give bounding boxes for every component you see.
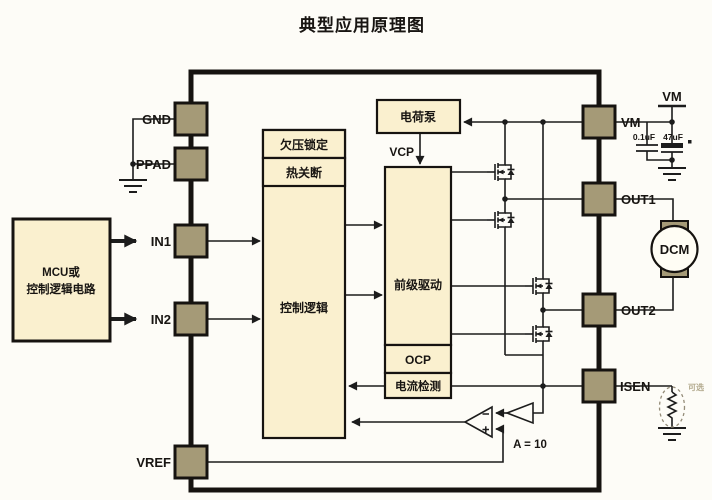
comparator-icon: [463, 405, 493, 439]
pin-vref: [173, 444, 209, 480]
charge-pump-block: 电荷泵: [375, 98, 462, 135]
thermal-block: [261, 156, 347, 188]
mcu-label-line2: 控制逻辑电路: [27, 282, 96, 296]
optional-outline-icon: [658, 386, 686, 428]
vm-supply-label: VM: [662, 89, 682, 104]
motor-label: DCM: [660, 242, 690, 257]
junction-dots: [130, 119, 675, 389]
pin-label-in1: IN1: [151, 234, 171, 249]
pin-vm: [581, 104, 617, 140]
uvlo-label: 欠压锁定: [280, 137, 328, 152]
mosfet-icon: [524, 321, 554, 347]
thermal-label: 热关断: [286, 165, 322, 180]
pin-label-out1: OUT1: [621, 192, 656, 207]
pin-label-in2: IN2: [151, 312, 171, 327]
polarity-mark: [688, 140, 692, 144]
wires: [110, 106, 678, 463]
cap-small-label: 0.1uF: [633, 132, 655, 142]
vcp-label: VCP: [389, 145, 414, 159]
pin-out1: [581, 181, 617, 217]
control-logic-label: 控制逻辑: [280, 300, 328, 315]
gain-amp-icon: [504, 401, 534, 425]
current-sense-block: [383, 371, 453, 400]
sense-resistor: 可选: [658, 382, 704, 428]
pin-label-isen: ISEN: [620, 379, 650, 394]
pin-label-vref: VREF: [136, 455, 171, 470]
motor-body-icon: [650, 224, 699, 274]
ocp-label: OCP: [405, 353, 431, 367]
page-title: 典型应用原理图: [299, 15, 425, 35]
ground-icon: [118, 179, 148, 193]
pin-label-out2: OUT2: [621, 303, 656, 318]
mosfet-icon: [486, 159, 516, 185]
electrolytic-capacitor-icon: [661, 140, 692, 153]
optional-label: 可选: [688, 382, 704, 392]
comparator: [463, 401, 534, 439]
chip-outline: [188, 69, 602, 493]
mcu-block: MCU或 控制逻辑电路: [11, 217, 112, 343]
current-sense-label: 电流检测: [395, 379, 441, 393]
pin-pads: [173, 101, 617, 480]
pin-out2: [581, 292, 617, 328]
vm-supply: VM 0.1uF 47uF: [633, 89, 692, 153]
motor: DCM: [650, 220, 699, 278]
predriver-block: 前级驱动 OCP 电流检测: [383, 165, 453, 400]
pin-ppad: [173, 146, 209, 182]
ground-icon: [657, 167, 687, 181]
capacitor-icon: [636, 144, 658, 152]
predriver-label: 前级驱动: [394, 277, 442, 292]
mosfet-icon: [486, 207, 516, 233]
pin-in1: [173, 223, 209, 259]
mcu-label-line1: MCU或: [42, 265, 80, 279]
pin-gnd: [173, 101, 209, 137]
mosfet-icon: [524, 273, 554, 299]
pin-label-vm: VM: [621, 115, 641, 130]
pin-in2: [173, 301, 209, 337]
pin-label-gnd: GND: [142, 112, 171, 127]
gain-label: A = 10: [513, 439, 547, 451]
pin-label-ppad: PPAD: [136, 157, 171, 172]
cap-large-label: 47uF: [663, 132, 683, 142]
charge-pump-label: 电荷泵: [400, 109, 436, 124]
ground-icon: [657, 427, 687, 441]
control-logic-block: 欠压锁定 热关断 控制逻辑: [261, 128, 347, 440]
pin-isen: [581, 368, 617, 404]
